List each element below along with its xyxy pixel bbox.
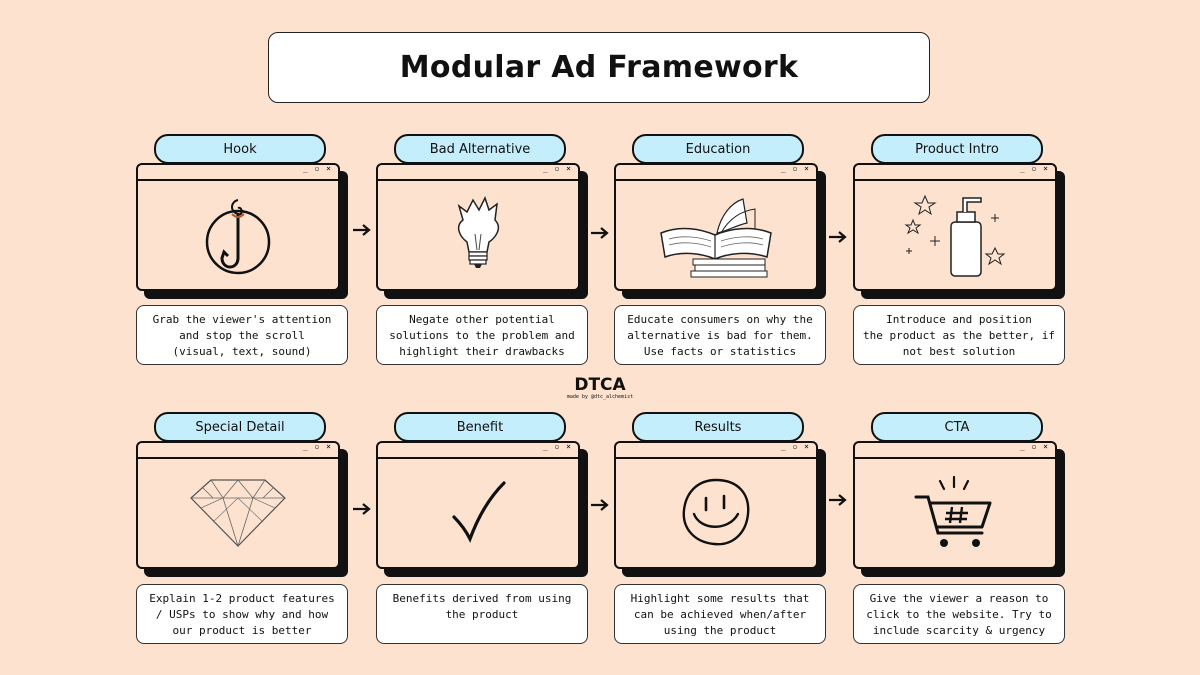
window: _ ▫ × xyxy=(136,163,340,291)
open-books-icon xyxy=(660,198,772,278)
tab-bad-alternative: Bad Alternative xyxy=(394,134,566,164)
description: Explain 1-2 product features / USPs to s… xyxy=(136,584,348,644)
description: Introduce and position the product as th… xyxy=(853,305,1065,365)
fishing-hook-icon xyxy=(205,199,271,275)
tab-benefit: Benefit xyxy=(394,412,566,442)
window: _ ▫ × xyxy=(853,441,1057,569)
window: _ ▫ × xyxy=(376,441,580,569)
arrow-right-icon xyxy=(829,494,847,506)
window-controls: _ ▫ × xyxy=(1019,442,1049,451)
description: Negate other potential solutions to the … xyxy=(376,305,588,365)
bottle-sparkles-icon xyxy=(904,194,1006,277)
window-controls: _ ▫ × xyxy=(542,442,572,451)
description: Highlight some results that can be achie… xyxy=(614,584,826,644)
page-title: Modular Ad Framework xyxy=(399,50,799,85)
description: Grab the viewer's attention and stop the… xyxy=(136,305,348,365)
window: _ ▫ × xyxy=(376,163,580,291)
shopping-cart-icon xyxy=(914,475,992,547)
brand-logo: DTCA xyxy=(574,375,626,395)
window: _ ▫ × xyxy=(614,163,818,291)
tab-results: Results xyxy=(632,412,804,442)
diamond-icon xyxy=(190,479,286,548)
description: Benefits derived from using the product xyxy=(376,584,588,644)
window: _ ▫ × xyxy=(614,441,818,569)
window: _ ▫ × xyxy=(136,441,340,569)
window-controls: _ ▫ × xyxy=(542,164,572,173)
description: Educate consumers on why the alternative… xyxy=(614,305,826,365)
tab-product-intro: Product Intro xyxy=(871,134,1043,164)
tab-hook: Hook xyxy=(154,134,326,164)
checkmark-icon xyxy=(452,481,506,544)
arrow-right-icon xyxy=(829,231,847,243)
tab-education: Education xyxy=(632,134,804,164)
tab-cta: CTA xyxy=(871,412,1043,442)
smiley-icon xyxy=(682,478,750,546)
window: _ ▫ × xyxy=(853,163,1057,291)
window-controls: _ ▫ × xyxy=(780,164,810,173)
tab-special-detail: Special Detail xyxy=(154,412,326,442)
brand: DTCA made by @dtc_alchemist xyxy=(560,376,640,401)
arrow-right-icon xyxy=(353,503,371,515)
window-controls: _ ▫ × xyxy=(780,442,810,451)
broken-lightbulb-icon xyxy=(457,196,500,268)
brand-credit: made by @dtc_alchemist xyxy=(566,394,634,400)
window-controls: _ ▫ × xyxy=(302,442,332,451)
arrow-right-icon xyxy=(591,499,609,511)
window-controls: _ ▫ × xyxy=(302,164,332,173)
title-box: Modular Ad Framework xyxy=(268,32,930,103)
arrow-right-icon xyxy=(591,227,609,239)
arrow-right-icon xyxy=(353,224,371,236)
description: Give the viewer a reason to click to the… xyxy=(853,584,1065,644)
window-controls: _ ▫ × xyxy=(1019,164,1049,173)
